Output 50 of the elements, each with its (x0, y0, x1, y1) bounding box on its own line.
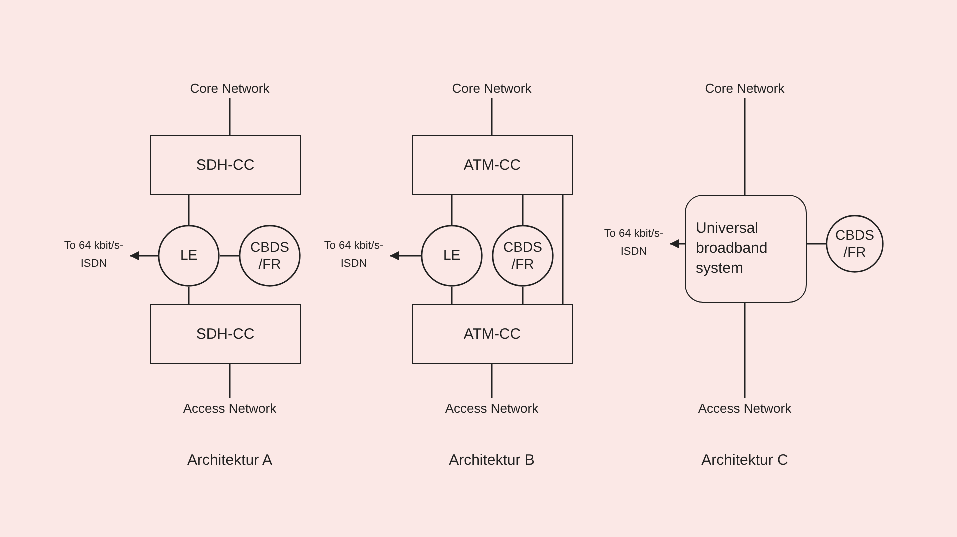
node-label: LE (443, 247, 461, 265)
connector-line (807, 243, 826, 245)
circle-node (239, 225, 301, 287)
node-label: Access Network (432, 398, 552, 418)
rounded-box (685, 195, 807, 303)
connector-line (491, 364, 493, 398)
node-label: To 64 kbit/s- ISDN (58, 236, 130, 276)
circle-node (158, 225, 220, 287)
connector-line (451, 195, 453, 225)
node-label: Core Network (442, 78, 542, 98)
connector-line (522, 287, 524, 304)
connector-line (451, 287, 453, 304)
node-label: CBDS /FR (834, 226, 876, 262)
process-box (150, 135, 301, 195)
arrow (130, 252, 158, 260)
circle-node (826, 215, 884, 273)
node-label: Access Network (170, 398, 290, 418)
node-label: ATM-CC (464, 156, 522, 174)
process-box (412, 135, 573, 195)
circle-node (421, 225, 483, 287)
node-label: To 64 kbit/s- ISDN (318, 236, 390, 276)
node-label: CBDS /FR (502, 238, 544, 274)
arrow (670, 240, 685, 248)
node-label: Core Network (695, 78, 795, 98)
node-label: SDH-CC (196, 156, 255, 174)
caption-text: Architektur C (700, 452, 790, 469)
connector-line (744, 303, 746, 398)
node-label: To 64 kbit/s- ISDN (598, 224, 670, 264)
connector-line (188, 195, 190, 225)
node-label: ATM-CC (464, 326, 522, 342)
circle-node (492, 225, 554, 287)
connector-line (220, 255, 239, 257)
process-box (412, 304, 573, 364)
node-label: LE (180, 247, 198, 265)
node-label: CBDS /FR (250, 238, 290, 274)
node-label: SDH-CC (196, 326, 255, 342)
connector-line (744, 98, 746, 195)
node-label: Universal broadband system (696, 218, 769, 280)
connector-line (229, 98, 231, 135)
connector-line (229, 364, 231, 398)
connector-line (522, 195, 524, 225)
caption-text: Architektur A (186, 452, 274, 469)
node-label: Access Network (685, 398, 805, 418)
connector-line (188, 287, 190, 304)
caption-text: Architektur B (448, 452, 536, 469)
connector-line (562, 195, 564, 304)
connector-line (491, 98, 493, 135)
arrow (390, 252, 421, 260)
process-box (150, 304, 301, 364)
node-label: Core Network (180, 78, 280, 98)
